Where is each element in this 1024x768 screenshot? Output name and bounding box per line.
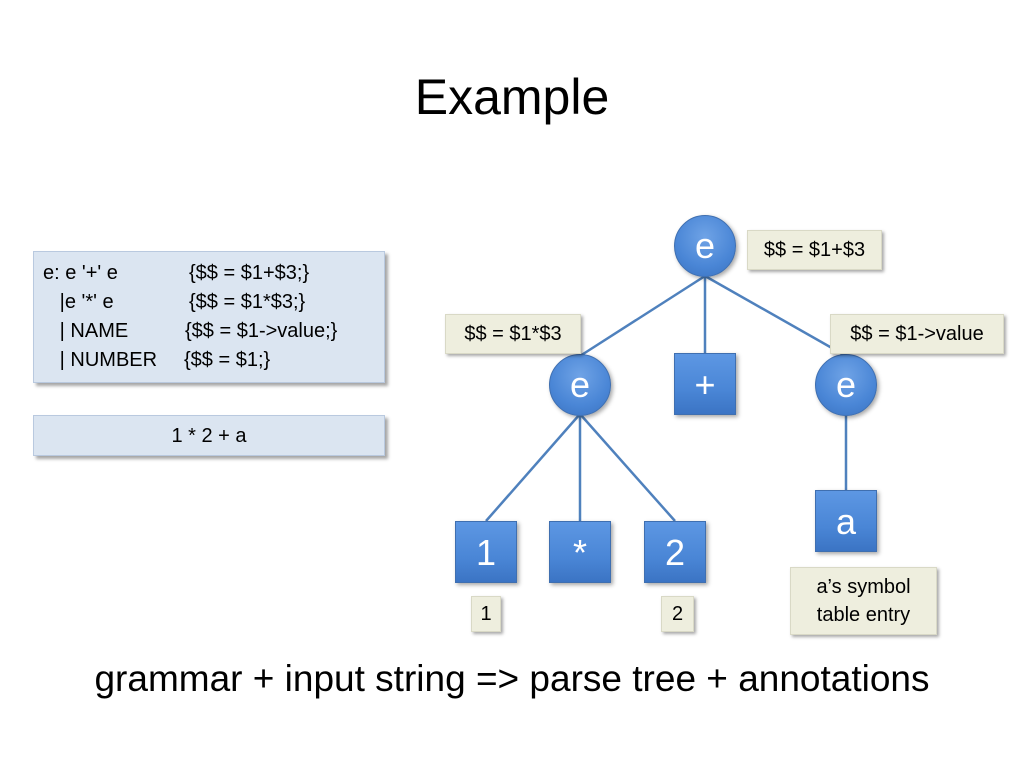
edge-left-two	[579, 413, 676, 522]
grammar-rule-3-action: {$$ = $1->value;}	[185, 320, 338, 342]
grammar-rule-4-production: | NUMBER	[43, 349, 158, 371]
grammar-rule-1-action: {$$ = $1+$3;}	[189, 262, 310, 284]
symbol-table-note: a’s symbol table entry	[790, 567, 937, 635]
tree-node-root-e: e	[674, 215, 736, 277]
tree-node-plus: +	[674, 353, 736, 415]
input-string-box: 1 * 2 + a	[33, 415, 385, 456]
edge-root-left	[579, 274, 706, 358]
grammar-rule-2-production: |e '*' e	[43, 291, 114, 313]
grammar-box: e: e '+' e {$$ = $1+$3;} |e '*' e {$$ = …	[33, 251, 385, 383]
grammar-rule-3-production: | NAME	[43, 320, 129, 342]
tree-node-two: 2	[644, 521, 706, 583]
annotation-right-e: $$ = $1->value	[830, 314, 1004, 354]
grammar-rule-1-production: e: e '+' e	[43, 262, 118, 284]
annotation-root: $$ = $1+$3	[747, 230, 882, 270]
grammar-rule-2-action: {$$ = $1*$3;}	[189, 291, 306, 313]
grammar-rule-4-action: {$$ = $1;}	[184, 349, 271, 371]
value-two: 2	[661, 596, 694, 632]
edge-left-one	[485, 413, 581, 522]
edge-root-right	[704, 274, 847, 358]
value-one: 1	[471, 596, 501, 632]
annotation-left-e: $$ = $1*$3	[445, 314, 581, 354]
slide-title: Example	[414, 69, 610, 125]
tree-node-left-e: e	[549, 354, 611, 416]
tree-node-star: *	[549, 521, 611, 583]
tree-node-right-e: e	[815, 354, 877, 416]
tree-node-one: 1	[455, 521, 517, 583]
slide-caption: grammar + input string => parse tree + a…	[94, 658, 930, 699]
tree-node-a: a	[815, 490, 877, 552]
symbol-table-note-line-1: a’s symbol	[816, 576, 911, 598]
symbol-table-note-line-2: table entry	[816, 604, 911, 626]
